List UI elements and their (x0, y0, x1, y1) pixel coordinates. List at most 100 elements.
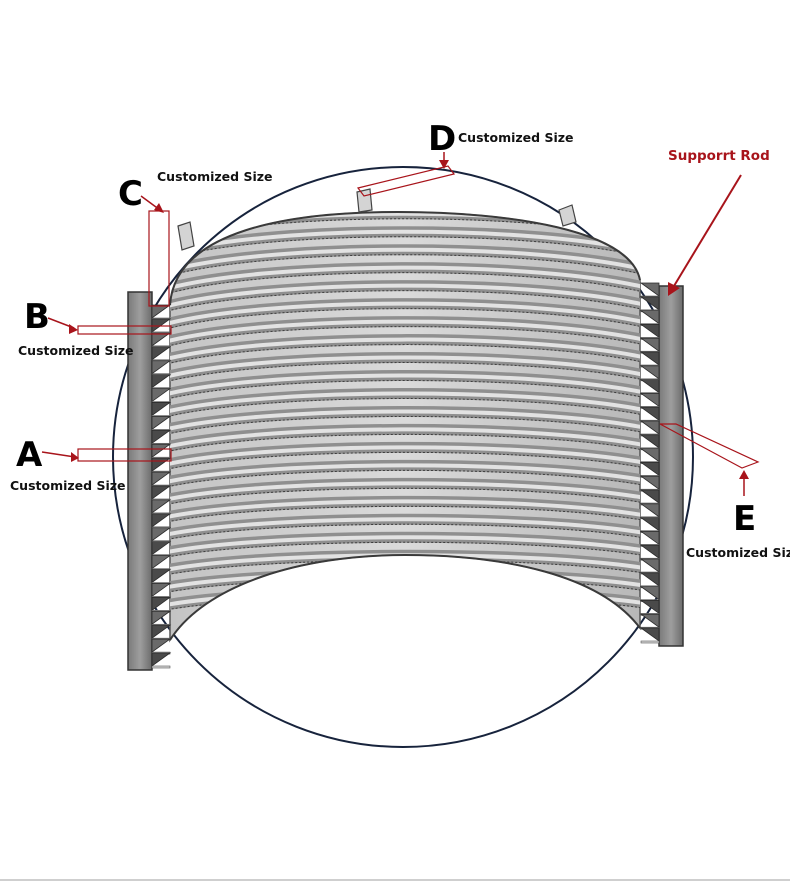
left-wedge-teeth (151, 304, 172, 669)
wire-ring-slot (170, 344, 640, 367)
label-a-caption: Customized Size (10, 478, 125, 493)
wire-ring-slot (170, 290, 640, 314)
annotation-support-rod: Supporrt Rod (668, 148, 770, 296)
wedge-tooth (151, 360, 172, 375)
bottom-divider (0, 879, 790, 881)
annotation-b: B Customized Size (18, 297, 172, 358)
label-c-caption: Customized Size (157, 169, 272, 184)
wedge-tooth (639, 448, 660, 463)
wedge-tooth (639, 282, 660, 297)
wedge-tooth (639, 517, 660, 532)
wedge-gap (151, 665, 171, 669)
wedge-tooth (639, 420, 660, 435)
label-c-letter: C (118, 174, 143, 214)
wedge-tooth (151, 415, 172, 431)
wedge-tooth (639, 586, 660, 601)
arrowhead-d (439, 160, 449, 169)
wire-ring-highlight (170, 337, 640, 363)
wire-ring-highlight (170, 463, 640, 486)
wire-ring-slot (170, 415, 640, 437)
label-support-rod: Supporrt Rod (668, 148, 770, 164)
wedge-tooth (639, 296, 660, 311)
wire-ring-highlight (170, 355, 640, 381)
wire-ring-slot (170, 236, 640, 262)
wedge-tooth (151, 332, 172, 347)
wire-ring-highlight (170, 265, 640, 293)
wedge-tooth (151, 304, 172, 319)
wire-ring-slot (170, 380, 640, 402)
wedge-tooth (151, 471, 172, 486)
wire-ring-slot (170, 397, 640, 419)
dimension-box-e (659, 423, 760, 469)
outline-circle (112, 166, 694, 748)
wedge-tooth (639, 531, 660, 546)
wedge-tooth (639, 503, 660, 518)
wire-ring-highlight (170, 247, 640, 275)
wedge-tooth (151, 485, 172, 500)
wire-ring-highlight (170, 319, 640, 346)
arrowhead-b (69, 324, 78, 334)
label-b-letter: B (24, 297, 50, 337)
wedge-tooth (151, 652, 172, 667)
wedge-tooth (151, 569, 172, 584)
wire-ring-slot (170, 451, 640, 472)
wire-ring-slot (170, 595, 640, 612)
wire-ring-highlight (170, 427, 640, 451)
wire-ring-highlight (170, 283, 640, 311)
left-support-rod (127, 291, 172, 671)
wedge-tooth (639, 600, 660, 615)
wire-ring-highlight (170, 409, 640, 433)
wire-ring-highlight (170, 391, 640, 416)
wedge-tooth (151, 555, 172, 570)
wire-ring-slot (170, 326, 640, 349)
wire-ring-highlight (170, 445, 640, 468)
annotation-e: E Customized Size (659, 423, 790, 560)
wedge-tooth (151, 513, 172, 528)
wire-ring-highlight (170, 517, 640, 538)
wedge-tooth (639, 337, 660, 352)
wedge-tooth (639, 323, 660, 339)
wire-ring-highlight (170, 481, 640, 503)
wedge-tooth (639, 544, 660, 559)
annotation-c: C Customized Size (118, 169, 272, 307)
wedge-tooth (639, 379, 660, 394)
wire-ring-highlight (170, 589, 640, 608)
wedge-tooth (151, 596, 172, 612)
wedge-tooth (151, 402, 172, 417)
label-e-caption: Customized Size (686, 545, 790, 560)
wedge-tooth (639, 461, 660, 477)
wire-ring-slot (170, 469, 640, 489)
label-b-caption: Customized Size (18, 343, 133, 358)
wedge-gap (640, 640, 660, 644)
label-a-letter: A (16, 435, 43, 475)
dimension-box-b (77, 325, 172, 335)
wedge-tooth (151, 610, 172, 626)
wedge-tooth (639, 613, 660, 628)
arrowhead-a (71, 452, 79, 462)
wire-ring-highlight (170, 373, 640, 398)
label-e-letter: E (733, 499, 756, 539)
arrowhead-e (739, 470, 749, 479)
wire-ring-slot (170, 362, 640, 384)
wedge-tooth (639, 558, 660, 573)
wedge-tooth (151, 388, 172, 403)
screen-panel (169, 210, 641, 643)
wire-ring-highlight (170, 535, 640, 556)
dimension-box-a (77, 448, 172, 462)
annotation-a: A Customized Size (10, 435, 172, 493)
wedge-tooth (639, 489, 660, 504)
wedge-tooth (151, 443, 172, 458)
label-d-caption: Customized Size (458, 130, 573, 145)
wedge-tooth (639, 406, 660, 421)
wedge-tooth (639, 572, 660, 587)
wire-ring-highlight (170, 499, 640, 521)
wedge-tooth (639, 310, 660, 325)
wire-ring-highlight (170, 301, 640, 328)
wire-ring-slot (170, 254, 640, 279)
wire-ring-slot (170, 541, 640, 559)
wedge-tooth (639, 365, 660, 380)
arrow-a (41, 451, 76, 458)
wire-ring-slot (170, 487, 640, 507)
wedge-tooth (151, 527, 172, 542)
